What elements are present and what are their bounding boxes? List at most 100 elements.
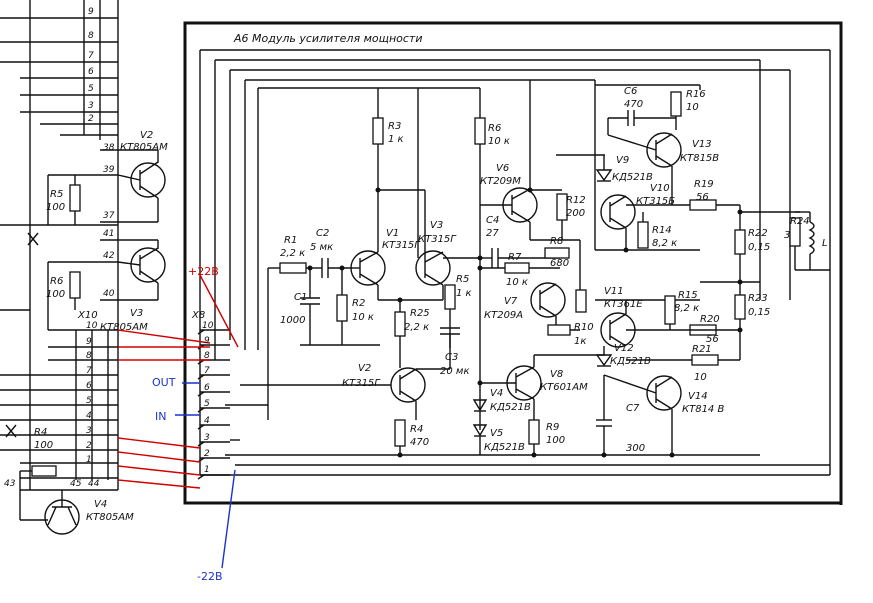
label-r21-ref: R21 bbox=[692, 344, 712, 355]
ext-v4-val: КТ805АМ bbox=[86, 512, 134, 523]
pin-label: 39 bbox=[103, 165, 115, 175]
label-r9-ref: R9 bbox=[546, 422, 559, 433]
resistor-r9 bbox=[528, 419, 540, 445]
ext-r5-ref: R5 bbox=[50, 189, 63, 200]
ext-pin-labels: 38 39 37 41 42 40 43 44 45 bbox=[4, 143, 115, 489]
pin-label: 3 bbox=[204, 433, 210, 443]
label-r2-val: 10 к bbox=[352, 312, 374, 323]
label-r25-val: 2,2 к bbox=[404, 322, 429, 333]
label-r20-ref: R20 bbox=[700, 314, 720, 325]
left-section bbox=[0, 0, 166, 535]
inductor-l bbox=[808, 221, 815, 255]
label-r6-ref: R6 bbox=[488, 123, 501, 134]
label-c4-val: 27 bbox=[486, 228, 499, 239]
resistor-r5 bbox=[444, 284, 456, 310]
label-r14-ref: R14 bbox=[652, 225, 672, 236]
pin-label: 8 bbox=[86, 351, 92, 361]
resistor-r4 bbox=[394, 419, 406, 447]
label-r5-val: 1 к bbox=[456, 288, 472, 299]
left-top-pin-labels: 9 8 7 6 5 3 2 bbox=[88, 7, 94, 124]
pin-label: 4 bbox=[204, 416, 210, 426]
pin-label: 1 bbox=[204, 465, 210, 475]
label-r10-val: 1к bbox=[574, 336, 586, 347]
pin-label: 6 bbox=[204, 383, 210, 393]
pin-label: 9 bbox=[86, 337, 92, 347]
label-r12-ref: R12 bbox=[566, 195, 586, 206]
pin-label: 6 bbox=[86, 381, 92, 391]
label-v6-val: КТ209М bbox=[480, 176, 521, 187]
label-r22-ref: R22 bbox=[748, 228, 768, 239]
pin-label: 6 bbox=[88, 67, 94, 77]
label-r9-val: 100 bbox=[546, 435, 565, 446]
label-r8-val: 680 bbox=[550, 258, 569, 269]
label-v8-ref: V8 bbox=[550, 369, 563, 380]
resistor-r2 bbox=[336, 294, 348, 322]
label-c3-ref: C3 bbox=[445, 352, 458, 363]
label-v10-val: КТ315Б bbox=[636, 196, 675, 207]
label-r15-ref: R15 bbox=[678, 290, 698, 301]
resistor-r22 bbox=[734, 229, 746, 255]
ext-r4-val: 100 bbox=[34, 440, 53, 451]
resistor-r3 bbox=[372, 117, 384, 145]
resistor-r19 bbox=[689, 199, 717, 211]
pin-label: 1 bbox=[86, 455, 92, 465]
label-r10-ref: R10 bbox=[574, 322, 594, 333]
label-r5-ref: R5 bbox=[456, 274, 469, 285]
resistor-r10-trim bbox=[575, 289, 587, 313]
bus-lines bbox=[199, 49, 831, 476]
pin-label: 9 bbox=[88, 7, 94, 17]
input-stage bbox=[279, 88, 460, 455]
resistor-r8 bbox=[544, 247, 570, 259]
ext-r4-ref: R4 bbox=[34, 427, 47, 438]
label-r16-val: 10 bbox=[686, 102, 699, 113]
label-v6-ref: V6 bbox=[496, 163, 509, 174]
junction-dots bbox=[307, 187, 743, 458]
label-v12-val: КД521В bbox=[610, 356, 651, 367]
pin-label: 9 bbox=[204, 336, 210, 346]
label-c2-ref: C2 bbox=[316, 228, 329, 239]
ext-r5-val: 100 bbox=[46, 202, 65, 213]
label-v3-ref: V3 bbox=[430, 220, 443, 231]
pin-label: 2 bbox=[88, 114, 94, 124]
label-r24-val: 3 bbox=[784, 230, 790, 241]
diode-v12 bbox=[595, 354, 613, 367]
label-v4-val: КД521В bbox=[490, 402, 531, 413]
label-v7-val: КТ209А bbox=[484, 310, 523, 321]
minus22-label: -22В bbox=[197, 570, 223, 583]
annotation-wires bbox=[117, 274, 239, 569]
label-l-ref: L bbox=[822, 238, 828, 249]
pin-label: 45 bbox=[70, 479, 82, 489]
label-c1-ref: C1 bbox=[294, 292, 307, 303]
label-r14-val: 8,2 к bbox=[652, 238, 677, 249]
label-r4-ref: R4 bbox=[410, 424, 423, 435]
pin-label: 7 bbox=[88, 51, 94, 61]
label-v2-ref: V2 bbox=[358, 363, 371, 374]
label-v12-ref: V12 bbox=[614, 343, 634, 354]
pin-label: 5 bbox=[204, 399, 210, 409]
label-r25-ref: R25 bbox=[410, 308, 430, 319]
label-c6-val: 470 bbox=[624, 99, 643, 110]
resistor-r14 bbox=[637, 221, 649, 249]
label-v14-val: КТ814 В bbox=[682, 404, 724, 415]
label-v13-ref: V13 bbox=[692, 139, 712, 150]
label-r7-ref: R7 bbox=[508, 252, 522, 263]
ext-v2-val: КТ805АМ bbox=[120, 142, 168, 153]
label-r20-val: 56 bbox=[706, 334, 719, 345]
ext-v3-ref: V3 bbox=[130, 308, 143, 319]
pin-label: 37 bbox=[103, 211, 115, 221]
module-title: А6 Модуль усилителя мощности bbox=[233, 32, 423, 45]
label-v8-val: КТ601АМ bbox=[540, 382, 588, 393]
ext-r6-val: 100 bbox=[46, 289, 65, 300]
label-v2-val: КТ315Г bbox=[342, 378, 381, 389]
label-c3-val: 20 мк bbox=[440, 366, 470, 377]
x8-connector bbox=[197, 329, 230, 480]
pin-label: 7 bbox=[86, 366, 92, 376]
ext-resistor-r4 bbox=[31, 465, 57, 477]
label-r16-ref: R16 bbox=[686, 89, 706, 100]
resistor-r16 bbox=[670, 91, 682, 117]
pin-label: 8 bbox=[204, 351, 210, 361]
label-r3-ref: R3 bbox=[388, 121, 401, 132]
pin-label: 44 bbox=[88, 479, 100, 489]
label-c7-val: 300 bbox=[626, 443, 645, 454]
